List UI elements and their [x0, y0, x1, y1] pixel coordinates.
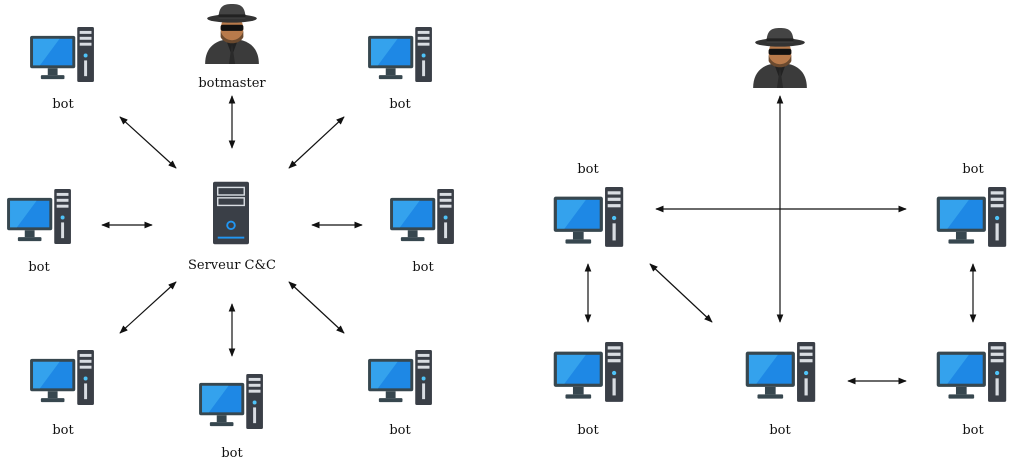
hacker-icon — [205, 4, 259, 64]
bot-label: bot — [577, 162, 599, 177]
desktop-computer-icon — [553, 342, 624, 402]
bot-label: bot — [962, 423, 984, 438]
botmaster-label: botmaster — [198, 76, 266, 91]
hacker-icon — [753, 28, 807, 88]
centralized-botnet: botmaster Serveur C&C bot bot bot bot bo… — [7, 4, 454, 461]
bot-label: bot — [412, 260, 434, 275]
bot-label: bot — [28, 260, 50, 275]
bot-label: bot — [52, 423, 74, 438]
bot-label: bot — [389, 97, 411, 112]
desktop-computer-icon — [7, 189, 71, 245]
desktop-computer-icon — [199, 374, 263, 430]
desktop-computer-icon — [30, 27, 94, 83]
desktop-computer-icon — [390, 189, 454, 245]
desktop-computer-icon — [936, 342, 1007, 402]
desktop-computer-icon — [745, 342, 816, 402]
arrow-bot-topright-server — [288, 116, 345, 169]
arrow-bot-bottomleft-server — [119, 281, 177, 334]
p2p-botnet: bot bot bot bot bot — [553, 28, 1007, 438]
desktop-computer-icon — [368, 27, 432, 83]
arrow-bot-topleft-server — [119, 116, 177, 169]
bot-label: bot — [962, 162, 984, 177]
bot-label: bot — [577, 423, 599, 438]
server-label: Serveur C&C — [188, 258, 276, 273]
arrow-bot-bottomright-server — [288, 281, 345, 334]
desktop-computer-icon — [936, 187, 1007, 247]
arrow-bot-topleft-bot-center — [649, 263, 713, 323]
bot-label: bot — [389, 423, 411, 438]
desktop-computer-icon — [30, 350, 94, 406]
bot-label: bot — [221, 446, 243, 461]
desktop-computer-icon — [368, 350, 432, 406]
server-tower-icon — [213, 180, 249, 246]
bot-label: bot — [52, 97, 74, 112]
desktop-computer-icon — [553, 187, 624, 247]
bot-label: bot — [769, 423, 791, 438]
